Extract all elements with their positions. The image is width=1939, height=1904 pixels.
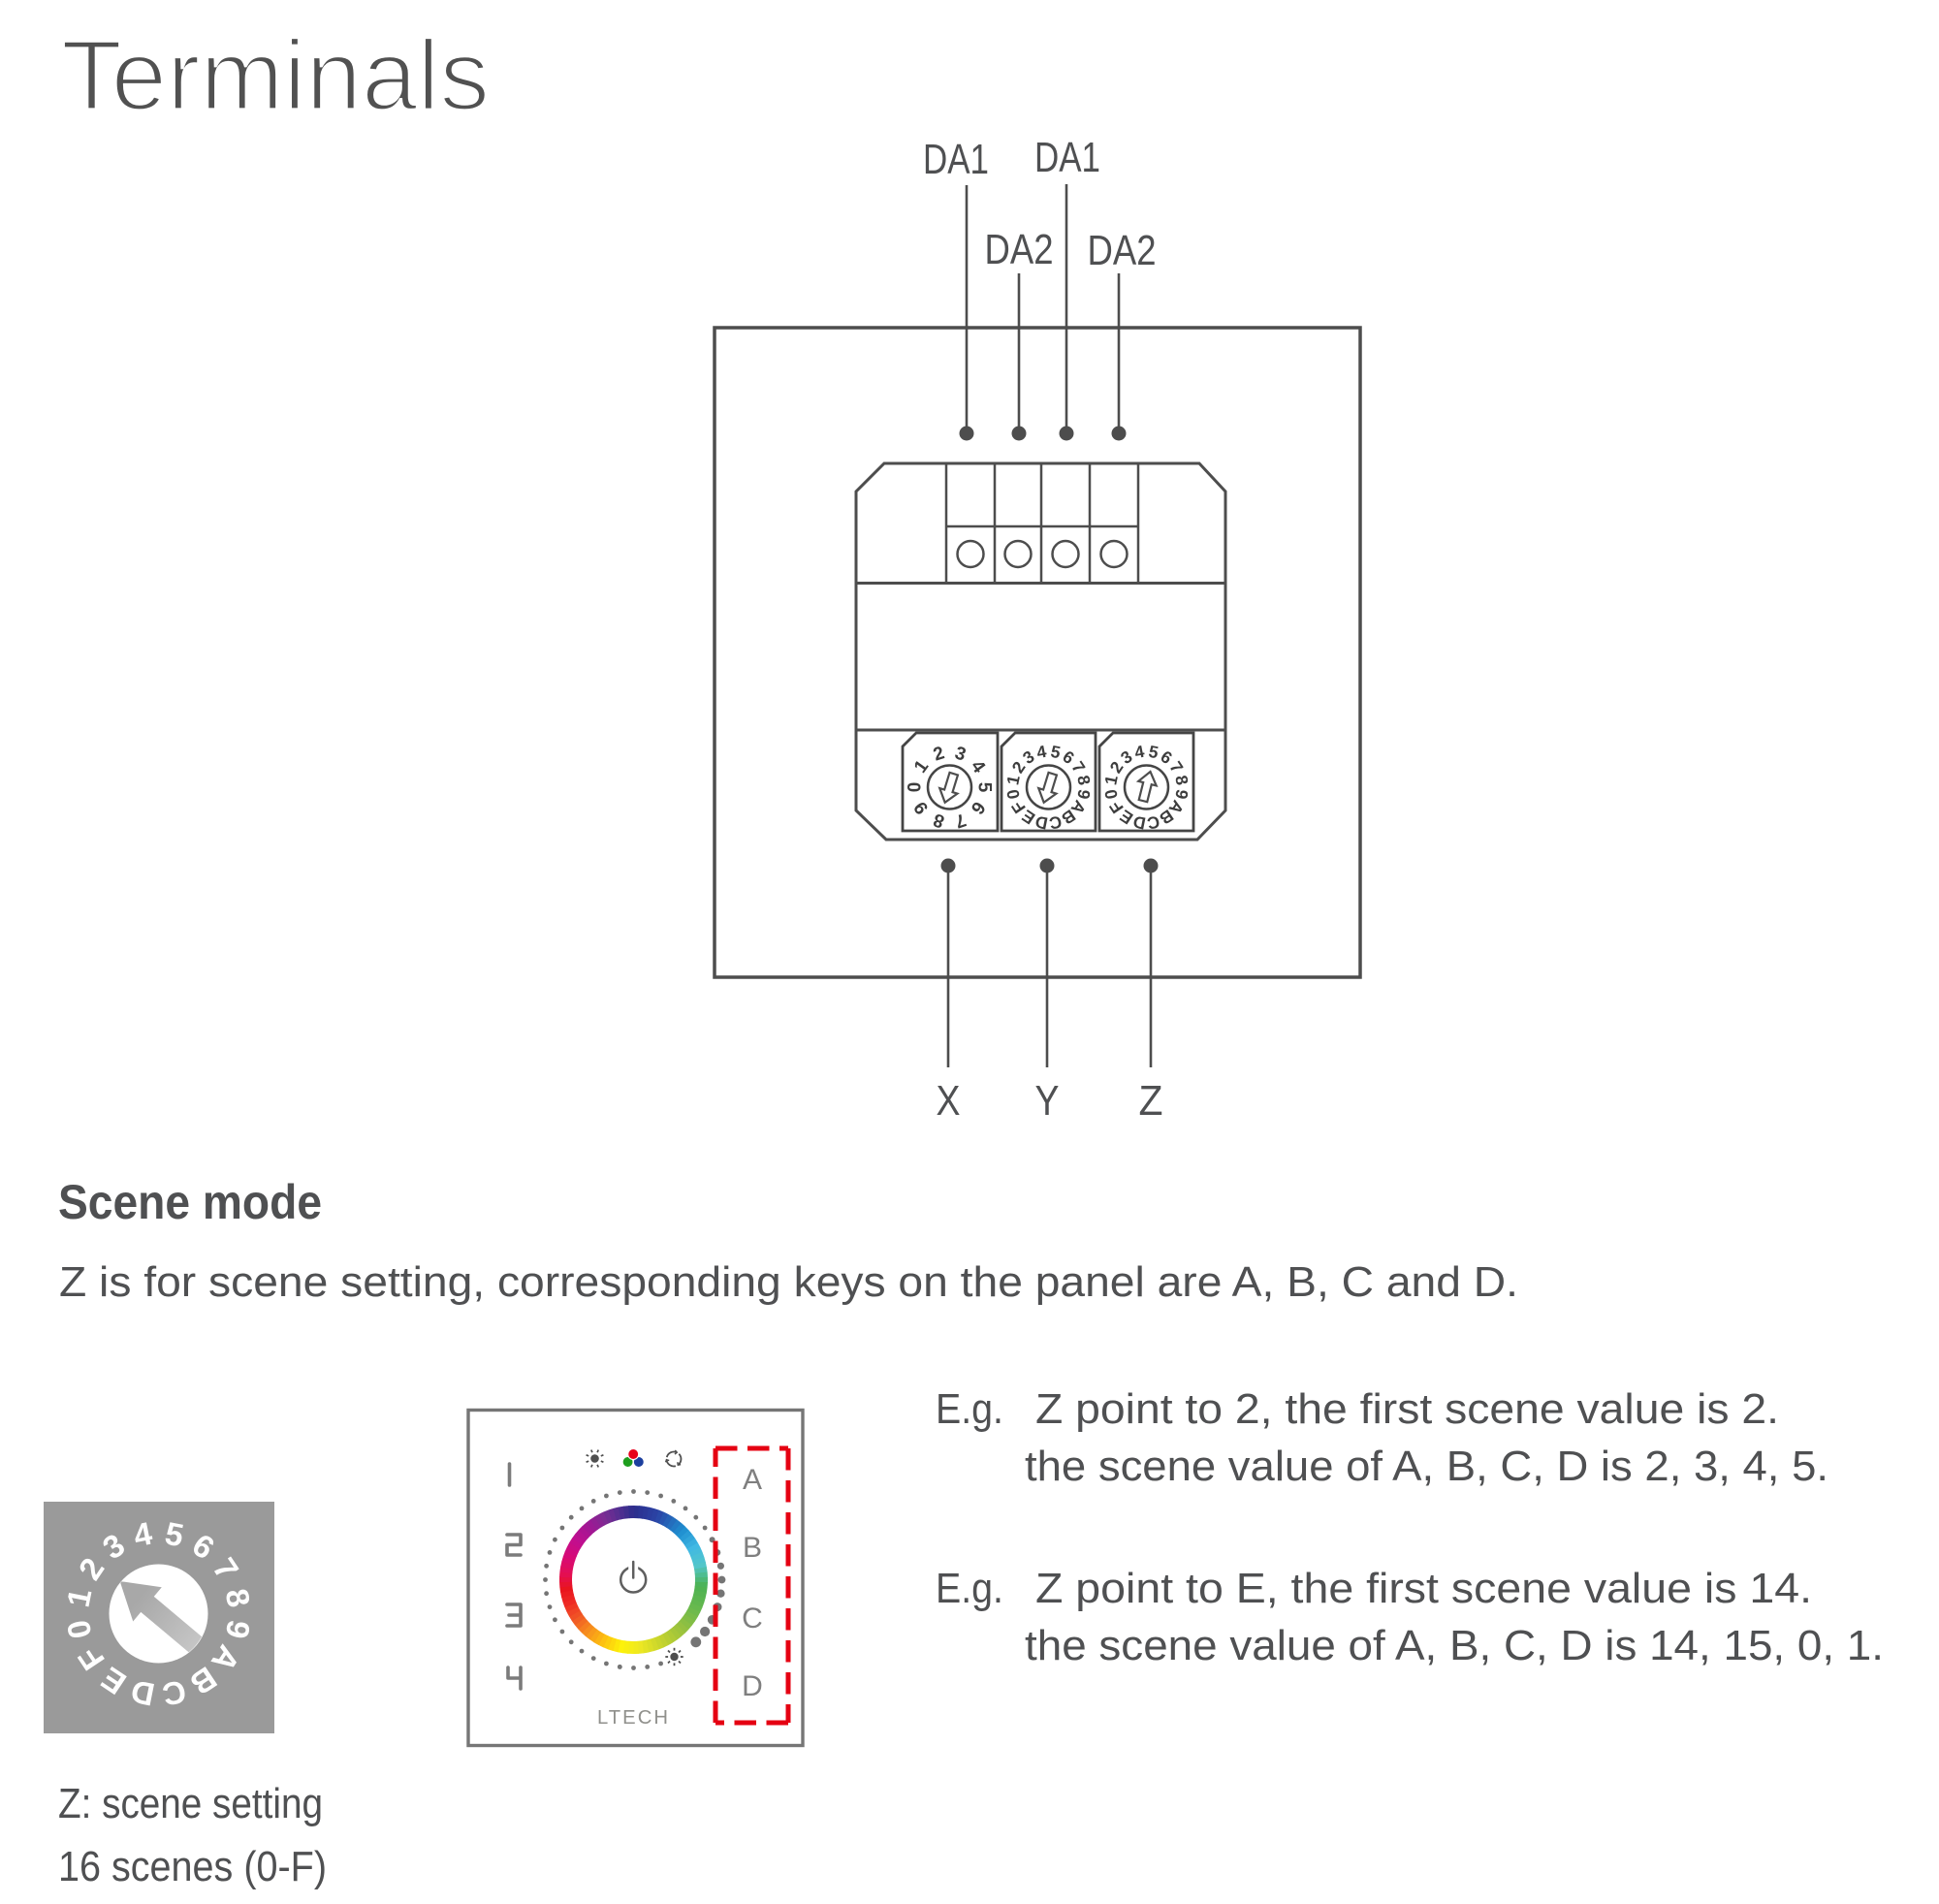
svg-text:1: 1 (1002, 774, 1024, 787)
svg-text:the scene value of A, B, C, D: the scene value of A, B, C, D is 14, 15,… (1025, 1622, 1884, 1669)
svg-text:Z is for scene setting, corres: Z is for scene setting, corresponding ke… (59, 1258, 1518, 1306)
svg-text:DA2: DA2 (1088, 227, 1157, 274)
svg-text:9: 9 (1073, 788, 1095, 802)
svg-text:Z: Z (1139, 1077, 1163, 1125)
svg-text:Terminals: Terminals (61, 19, 490, 131)
svg-text:5: 5 (1147, 742, 1160, 763)
svg-text:the scene value of A, B, C, D: the scene value of A, B, C, D is 2, 3, 4… (1025, 1443, 1828, 1490)
svg-text:5: 5 (974, 782, 995, 793)
svg-text:A: A (743, 1464, 762, 1496)
svg-text:4: 4 (1035, 742, 1049, 763)
svg-text:0: 0 (1002, 787, 1024, 801)
svg-text:E.g.: E.g. (936, 1385, 1003, 1433)
svg-text:Z point to E, the first scene: Z point to E, the first scene value is 1… (1035, 1565, 1812, 1612)
svg-text:DA1: DA1 (1034, 134, 1100, 181)
svg-text:Z point to 2, the first scene: Z point to 2, the first scene value is 2… (1035, 1385, 1779, 1433)
svg-text:16 scenes (0-F): 16 scenes (0-F) (58, 1843, 327, 1890)
svg-text:Z: scene setting: Z: scene setting (58, 1780, 323, 1827)
svg-text:D: D (1131, 811, 1147, 833)
svg-text:8: 8 (1171, 774, 1192, 787)
svg-text:9: 9 (1171, 788, 1192, 802)
svg-text:DA2: DA2 (985, 226, 1054, 273)
svg-text:C: C (1047, 811, 1064, 833)
svg-text:5: 5 (1049, 742, 1063, 763)
svg-text:X: X (937, 1077, 961, 1125)
svg-text:4: 4 (1133, 742, 1147, 763)
svg-text:Y: Y (1035, 1077, 1060, 1125)
svg-text:0: 0 (1100, 787, 1122, 801)
svg-text:8: 8 (1073, 774, 1095, 787)
svg-text:C: C (742, 1603, 763, 1634)
svg-text:C: C (1145, 811, 1161, 833)
svg-text:DA1: DA1 (923, 136, 989, 183)
svg-text:D: D (742, 1670, 763, 1702)
svg-text:B: B (743, 1532, 762, 1564)
svg-text:0: 0 (905, 782, 925, 793)
svg-text:D: D (1033, 811, 1049, 833)
svg-text:Scene mode: Scene mode (58, 1175, 322, 1229)
svg-text:LTECH: LTECH (597, 1707, 670, 1729)
svg-text:1: 1 (1100, 774, 1122, 787)
svg-text:E.g.: E.g. (936, 1565, 1003, 1612)
